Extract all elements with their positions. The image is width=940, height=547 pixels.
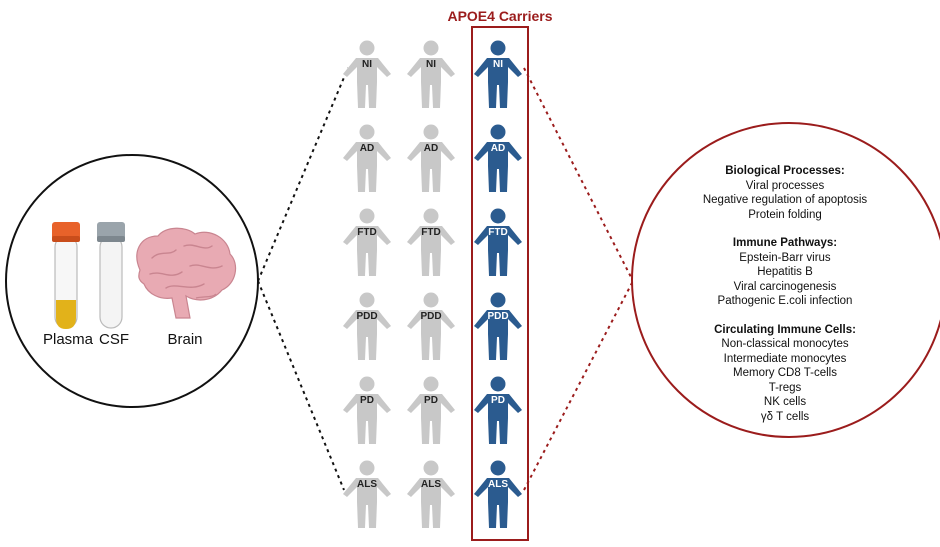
list-item: Negative regulation of apoptosis (702, 194, 868, 206)
list-item: Pathogenic E.coli infection (717, 295, 853, 307)
list-item: Hepatitis B (757, 266, 813, 278)
person-icon (343, 40, 391, 108)
list-item: Epstein-Barr virus (739, 251, 831, 264)
section-biological-processes: Biological Processes: Viral processes Ne… (655, 164, 915, 222)
person-icon (343, 460, 391, 528)
group-label: AD (359, 143, 375, 154)
carrier-person-icon (474, 292, 522, 360)
right-connector-bottom (523, 280, 634, 491)
list-item: Protein folding (748, 208, 822, 221)
carrier-person-icon (474, 124, 522, 192)
list-item: Non-classical monocytes (721, 338, 849, 350)
carrier-group-label: AD (490, 143, 506, 154)
person-icon (407, 124, 455, 192)
results-text: Biological Processes: Viral processes Ne… (655, 164, 915, 438)
list-item: Intermediate monocytes (723, 352, 847, 365)
person-icon (343, 124, 391, 192)
plasma-label: Plasma (42, 331, 94, 348)
carrier-group-label: FTD (488, 227, 508, 238)
person-icon (407, 376, 455, 444)
group-label: AD (423, 143, 439, 154)
section-immune-pathways: Immune Pathways: Epstein-Barr virus Hepa… (655, 236, 915, 309)
right-connector-top (523, 67, 634, 282)
list-item: Viral carcinogenesis (733, 280, 837, 293)
brain-label: Brain (167, 331, 203, 348)
group-label: PDD (420, 311, 442, 322)
person-icon (407, 292, 455, 360)
plasma-tube-icon (52, 222, 80, 329)
left-connector-bottom (257, 280, 345, 491)
results-circle (631, 122, 940, 438)
person-icon (407, 208, 455, 276)
person-icon (343, 208, 391, 276)
csf-label: CSF (99, 331, 129, 348)
group-label: NI (362, 59, 372, 70)
person-icon (343, 292, 391, 360)
left-connector-top (257, 67, 349, 282)
group-label: ALS (357, 479, 377, 490)
section-title: Circulating Immune Cells: (714, 323, 856, 336)
person-icon (407, 460, 455, 528)
section-immune-cells: Circulating Immune Cells: Non-classical … (655, 323, 915, 425)
list-item: Viral processes (745, 179, 825, 192)
list-item: T-regs (768, 381, 802, 394)
carrier-group-label: NI (493, 59, 503, 70)
list-item: γδ T cells (760, 410, 810, 423)
section-title: Biological Processes: (725, 165, 845, 177)
carrier-person-icon (474, 460, 522, 528)
carriers-box (471, 26, 529, 541)
group-label: PD (424, 395, 438, 406)
csf-tube-icon (97, 222, 125, 329)
group-label: FTD (421, 227, 441, 238)
person-icon (407, 40, 455, 108)
group-label: PD (360, 395, 374, 406)
brain-icon (136, 227, 237, 319)
carrier-person-icon (474, 40, 522, 108)
list-item: Memory CD8 T-cells (733, 367, 837, 379)
person-figures (343, 40, 522, 528)
group-label: FTD (357, 227, 377, 238)
section-title: Immune Pathways: (732, 237, 838, 249)
carrier-group-label: PD (491, 395, 505, 406)
carrier-group-label: PDD (487, 311, 509, 322)
group-label: PDD (356, 311, 378, 322)
carrier-person-icon (474, 208, 522, 276)
group-label: ALS (421, 479, 441, 490)
person-icon (343, 376, 391, 444)
group-label: NI (426, 59, 436, 70)
carriers-title: APOE4 Carriers (447, 8, 553, 24)
carrier-person-icon (474, 376, 522, 444)
list-item: NK cells (763, 396, 807, 408)
carrier-group-label: ALS (488, 479, 508, 490)
